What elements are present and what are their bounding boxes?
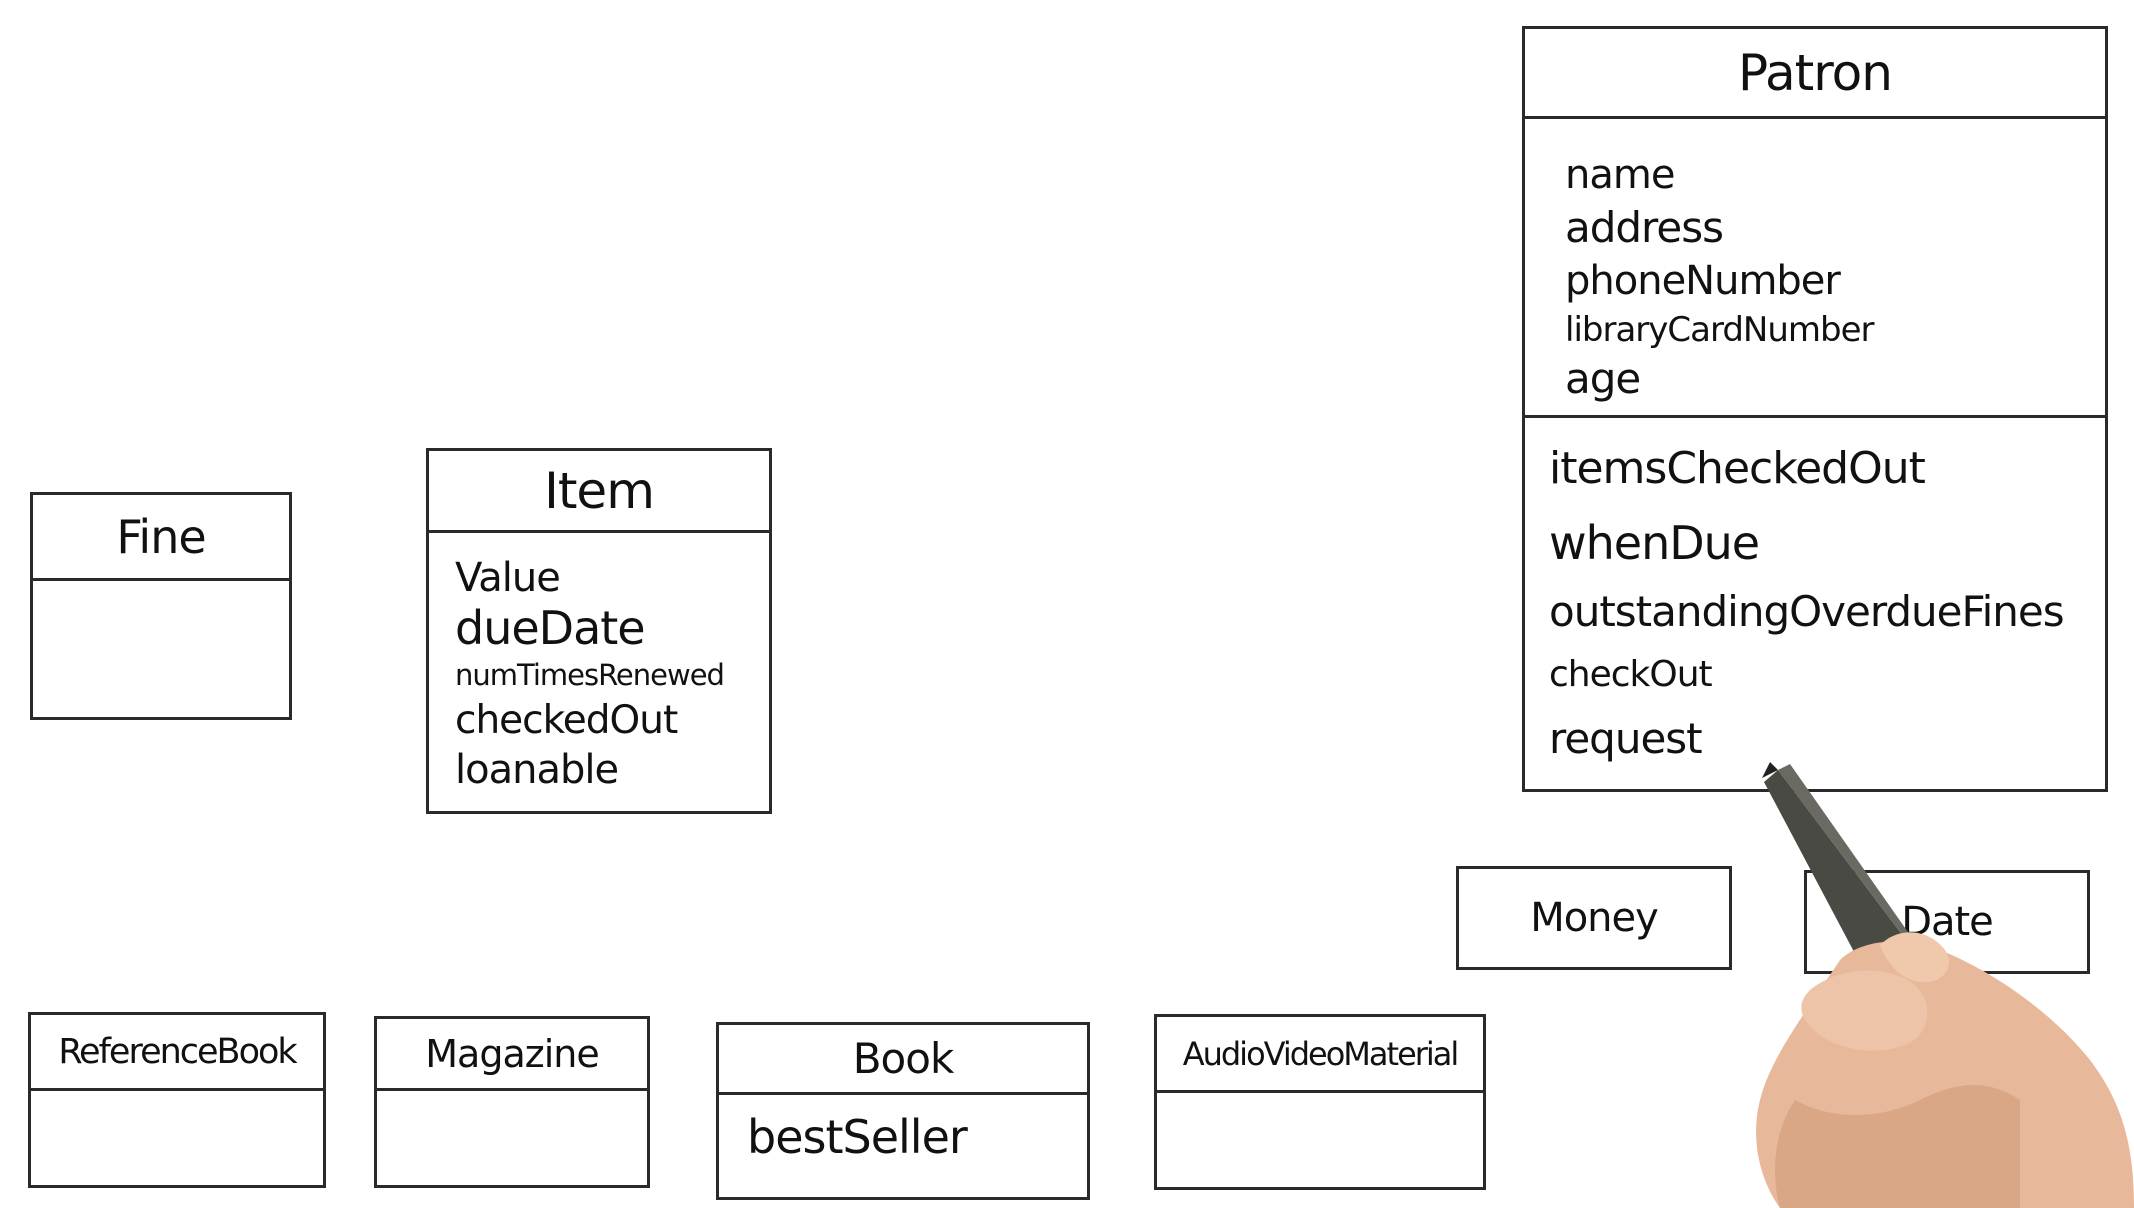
class-attributes-book: bestSeller	[719, 1095, 1087, 1165]
class-box-reference-book[interactable]: ReferenceBook	[28, 1012, 326, 1188]
attribute-name: name	[1565, 152, 1675, 198]
class-title-patron: Patron	[1525, 29, 2105, 119]
attribute-checked-out: checkedOut	[455, 698, 678, 743]
class-attributes-patron: name address phoneNumber libraryCardNumb…	[1525, 119, 2105, 415]
operation-request: request	[1549, 714, 1703, 763]
attribute-address: address	[1565, 203, 1724, 252]
attribute-phone-number: phoneNumber	[1565, 258, 1841, 304]
attribute-loanable: loanable	[455, 747, 619, 793]
class-attributes-reference-book	[31, 1091, 323, 1101]
class-title-fine: Fine	[33, 495, 289, 581]
class-attributes-item: Value dueDate numTimesRenewed checkedOut…	[429, 533, 769, 795]
attribute-best-seller: bestSeller	[747, 1110, 968, 1164]
class-attributes-fine	[33, 581, 289, 591]
class-title-item: Item	[429, 451, 769, 533]
attribute-age: age	[1565, 354, 1641, 403]
attribute-library-card-number: libraryCardNumber	[1565, 310, 1875, 350]
class-title-book: Book	[719, 1025, 1087, 1095]
operation-outstanding-overdue-fines: outstandingOverdueFines	[1549, 587, 2065, 636]
class-title-magazine: Magazine	[377, 1019, 647, 1091]
class-box-item[interactable]: Item Value dueDate numTimesRenewed check…	[426, 448, 772, 814]
attribute-due-date: dueDate	[455, 601, 646, 655]
operation-items-checked-out: itemsCheckedOut	[1549, 443, 1926, 494]
class-attributes-audio-video-material	[1157, 1093, 1483, 1103]
class-box-audio-video-material[interactable]: AudioVideoMaterial	[1154, 1014, 1486, 1190]
operation-when-due: whenDue	[1549, 516, 1760, 570]
class-title-reference-book: ReferenceBook	[31, 1015, 323, 1091]
attribute-num-times-renewed: numTimesRenewed	[455, 658, 725, 692]
class-operations-patron: itemsCheckedOut whenDue outstandingOverd…	[1525, 415, 2105, 772]
class-box-magazine[interactable]: Magazine	[374, 1016, 650, 1188]
class-box-date[interactable]: Date	[1804, 870, 2090, 974]
attribute-value: Value	[455, 555, 561, 601]
hand-with-pen	[1756, 762, 2134, 1208]
class-title-money: Money	[1530, 895, 1659, 941]
class-box-fine[interactable]: Fine	[30, 492, 292, 720]
operation-check-out: checkOut	[1549, 654, 1713, 695]
class-box-book[interactable]: Book bestSeller	[716, 1022, 1090, 1200]
class-box-money[interactable]: Money	[1456, 866, 1732, 970]
class-title-audio-video-material: AudioVideoMaterial	[1157, 1017, 1483, 1093]
class-box-patron[interactable]: Patron name address phoneNumber libraryC…	[1522, 26, 2108, 792]
class-title-date: Date	[1901, 899, 1994, 945]
class-attributes-magazine	[377, 1091, 647, 1101]
